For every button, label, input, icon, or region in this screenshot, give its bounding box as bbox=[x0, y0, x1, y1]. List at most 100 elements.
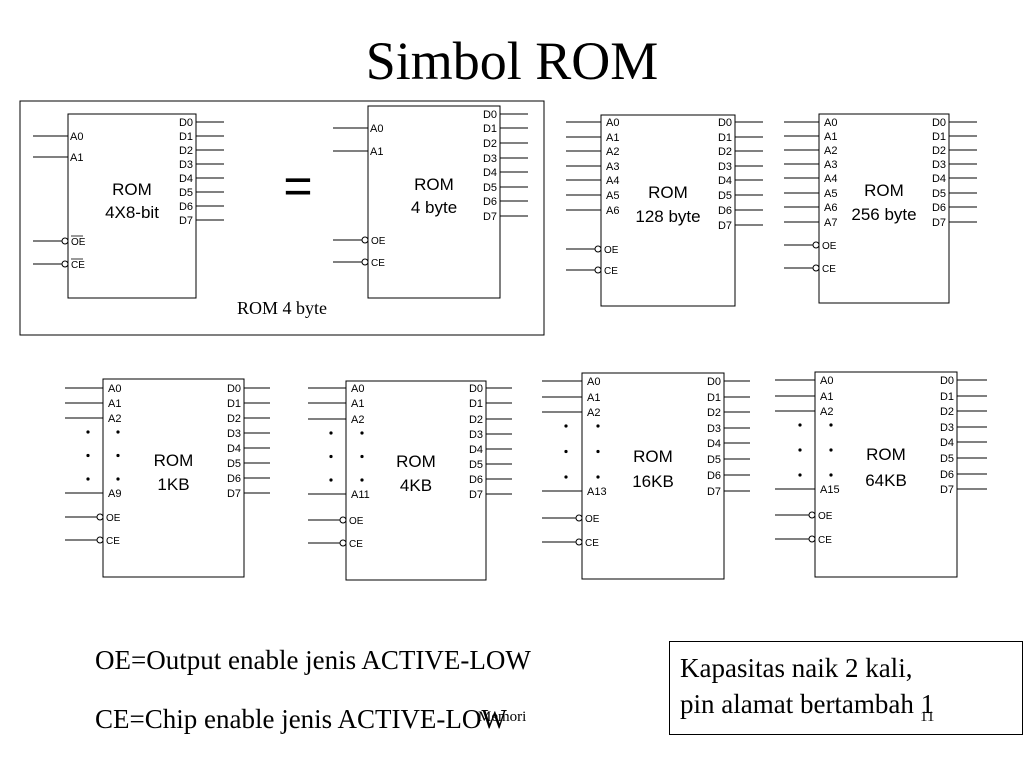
callout-line-2: pin alamat bertambah 1 bbox=[680, 689, 935, 719]
rom-256byte-pin-label-D1: D1 bbox=[932, 131, 946, 143]
rom-64kb-label-1: 64KB bbox=[865, 471, 907, 490]
rom-4kb-ellipsis-dot-0-1 bbox=[360, 431, 364, 435]
rom-256byte-label-1: 256 byte bbox=[851, 205, 916, 224]
rom-1kb-pin-label-A2: A2 bbox=[108, 413, 121, 425]
rom-4byte-label-0: ROM bbox=[414, 175, 454, 194]
rom-4byte-pin-label-D1: D1 bbox=[483, 123, 497, 135]
rom-64kb-pin-label-D7: D7 bbox=[940, 484, 954, 496]
rom-4kb-pin-label-A0: A0 bbox=[351, 383, 364, 395]
rom-1kb-pin-label-A9: A9 bbox=[108, 488, 121, 500]
rom-128byte-pin-label-A1: A1 bbox=[606, 132, 619, 144]
rom-256byte-pin-label-CE: CE bbox=[822, 264, 836, 275]
rom-256byte-pin-label-A2: A2 bbox=[824, 145, 837, 157]
rom-1kb-ellipsis-dot-1-0 bbox=[86, 453, 90, 458]
rom-4x8bit-pin-label-A1: A1 bbox=[70, 152, 83, 164]
rom-128byte-pin-label-A5: A5 bbox=[606, 190, 619, 202]
rom-4byte-pin-label-A1: A1 bbox=[370, 146, 383, 158]
rom-4x8bit-pin-label-D2: D2 bbox=[179, 145, 193, 157]
rom-16kb-pin-label-D5: D5 bbox=[707, 454, 721, 466]
rom-16kb-pin-label-D4: D4 bbox=[707, 438, 721, 450]
rom-4byte-label-1: 4 byte bbox=[411, 198, 457, 217]
rom-4kb-ellipsis-dot-2-1 bbox=[360, 478, 364, 482]
rom-1kb-pin-label-D7: D7 bbox=[227, 488, 241, 500]
rom-4kb-pin-label-CE: CE bbox=[349, 539, 363, 550]
rom-128byte-pin-label-D1: D1 bbox=[718, 132, 732, 144]
rom-4x8bit-pin-label-D5: D5 bbox=[179, 187, 193, 199]
rom-4kb-pin-label-A1: A1 bbox=[351, 398, 364, 410]
rom-4kb-pin-label-D7: D7 bbox=[469, 489, 483, 501]
rom-4x8bit-pin-label-D3: D3 bbox=[179, 159, 193, 171]
rom-4kb-label-1: 4KB bbox=[400, 476, 432, 495]
rom-256byte-pin-label-D3: D3 bbox=[932, 159, 946, 171]
rom-64kb-ellipsis-dot-0-0 bbox=[798, 423, 802, 427]
rom-128byte-pin-label-D7: D7 bbox=[718, 220, 732, 232]
rom-4kb-ellipsis-dot-1-0 bbox=[329, 454, 333, 459]
rom-4kb-pin-label-D2: D2 bbox=[469, 414, 483, 426]
rom-4kb-label-0: ROM bbox=[396, 452, 436, 471]
rom-1kb-pin-label-D6: D6 bbox=[227, 473, 241, 485]
rom-16kb-ellipsis-dot-0-1 bbox=[596, 424, 600, 428]
rom-4kb-bubble-OE bbox=[339, 516, 347, 524]
rom-4kb-pin-label-D6: D6 bbox=[469, 474, 483, 486]
rom-64kb-pin-label-D5: D5 bbox=[940, 453, 954, 465]
rom-4byte-pin-label-D4: D4 bbox=[483, 167, 497, 179]
rom-256byte-pin-label-A1: A1 bbox=[824, 131, 837, 143]
rom-4x8bit-pin-label-D4: D4 bbox=[179, 173, 193, 185]
rom-16kb-pin-label-D6: D6 bbox=[707, 470, 721, 482]
equals-sign: = bbox=[283, 158, 312, 214]
rom-64kb-pin-label-A1: A1 bbox=[820, 391, 833, 403]
rom-16kb-pin-label-CE: CE bbox=[585, 538, 599, 549]
rom-1kb-pin-label-D4: D4 bbox=[227, 443, 241, 455]
rom-256byte-pin-label-D6: D6 bbox=[932, 202, 946, 214]
rom-4x8bit-pin-label-A0: A0 bbox=[70, 131, 83, 143]
footer-page-number: 11 bbox=[920, 709, 935, 725]
rom-256byte-pin-label-A3: A3 bbox=[824, 159, 837, 171]
rom-64kb-pin-label-D1: D1 bbox=[940, 391, 954, 403]
rom-16kb-pin-label-D7: D7 bbox=[707, 486, 721, 498]
rom-64kb-pin-label-A0: A0 bbox=[820, 375, 833, 387]
rom-4byte-bubble-CE bbox=[361, 258, 369, 266]
rom-256byte-pin-label-A7: A7 bbox=[824, 217, 837, 229]
rom-4byte-group-frame bbox=[19, 100, 545, 336]
rom-64kb-pin-label-A2: A2 bbox=[820, 406, 833, 418]
rom-4kb-pin-label-D4: D4 bbox=[469, 444, 483, 456]
rom-64kb-pin-label-OE: OE bbox=[818, 511, 833, 522]
rom-16kb-bubble-CE bbox=[575, 538, 583, 546]
rom-256byte-pin-label-OE: OE bbox=[822, 241, 837, 252]
rom-1kb-label-1: 1KB bbox=[157, 475, 189, 494]
rom-1kb-pin-label-A1: A1 bbox=[108, 398, 121, 410]
rom-16kb-pin-label-D1: D1 bbox=[707, 392, 721, 404]
rom-16kb-pin-label-A0: A0 bbox=[587, 376, 600, 388]
rom-128byte-pin-label-CE: CE bbox=[604, 266, 618, 277]
rom-16kb-ellipsis-dot-0-0 bbox=[564, 424, 568, 428]
rom-256byte-pin-label-A6: A6 bbox=[824, 202, 837, 214]
ce-note: CE=Chip enable jenis ACTIVE-LOW bbox=[95, 704, 507, 734]
rom-4x8bit-bubble-OE bbox=[61, 237, 69, 245]
rom-64kb-pin-label-D0: D0 bbox=[940, 375, 954, 387]
rom-16kb-ellipsis-dot-1-0 bbox=[564, 449, 568, 454]
rom-128byte-pin-label-D0: D0 bbox=[718, 117, 732, 129]
rom-1kb-ellipsis-dot-0-0 bbox=[86, 430, 90, 434]
rom-4x8bit-pin-label-D1: D1 bbox=[179, 131, 193, 143]
rom-1kb-pin-label-D5: D5 bbox=[227, 458, 241, 470]
rom-256byte-pin-label-D4: D4 bbox=[932, 173, 946, 185]
rom-4byte-pin-label-D6: D6 bbox=[483, 196, 497, 208]
rom-256byte-pin-label-D7: D7 bbox=[932, 217, 946, 229]
rom-4byte-pin-label-D7: D7 bbox=[483, 211, 497, 223]
rom-128byte-bubble-CE bbox=[594, 266, 602, 274]
rom-128byte-pin-label-D3: D3 bbox=[718, 161, 732, 173]
rom-4byte-pin-label-OE: OE bbox=[371, 236, 386, 247]
rom-64kb-pin-label-CE: CE bbox=[818, 535, 832, 546]
rom-128byte-bubble-OE bbox=[594, 245, 602, 253]
rom-16kb-pin-label-A1: A1 bbox=[587, 392, 600, 404]
rom-1kb-bubble-OE bbox=[96, 513, 104, 521]
rom-256byte-pin-label-D5: D5 bbox=[932, 188, 946, 200]
footer-label: Memori bbox=[478, 709, 527, 725]
capacity-callout: Kapasitas naik 2 kali, pin alamat bertam… bbox=[669, 641, 1023, 735]
rom-1kb-body bbox=[102, 378, 245, 578]
rom-4kb-pin-label-D3: D3 bbox=[469, 429, 483, 441]
